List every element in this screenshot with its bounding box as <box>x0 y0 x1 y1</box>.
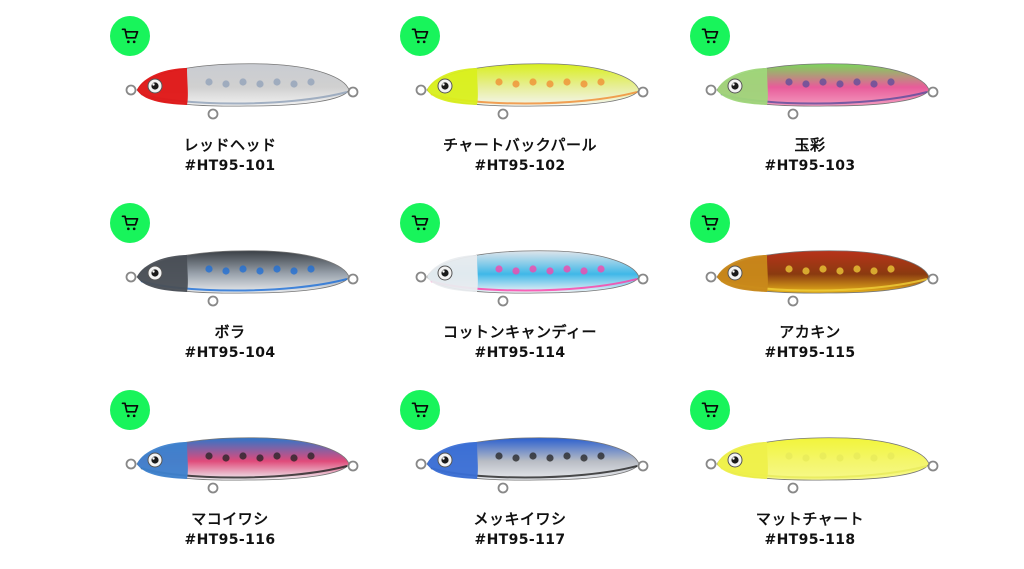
add-to-cart-button[interactable] <box>110 16 150 56</box>
product-name[interactable]: マコイワシ <box>191 510 269 528</box>
product-card[interactable]: マコイワシ #HT95-116 <box>105 382 395 569</box>
product-card[interactable]: メッキイワシ #HT95-117 <box>395 382 685 569</box>
product-card[interactable]: レッドヘッド #HT95-101 <box>105 8 395 195</box>
product-code: #HT95-114 <box>474 345 566 361</box>
cart-icon <box>411 215 429 231</box>
product-code: #HT95-101 <box>184 158 276 174</box>
product-name[interactable]: メッキイワシ <box>473 510 567 528</box>
product-image[interactable] <box>697 52 949 124</box>
product-code: #HT95-118 <box>764 532 856 548</box>
add-to-cart-button[interactable] <box>400 390 440 430</box>
product-code: #HT95-102 <box>474 158 566 174</box>
cart-icon <box>411 28 429 44</box>
cart-icon <box>121 28 139 44</box>
product-image[interactable] <box>117 239 369 311</box>
add-to-cart-button[interactable] <box>690 203 730 243</box>
cart-icon <box>701 402 719 418</box>
add-to-cart-button[interactable] <box>400 203 440 243</box>
product-image[interactable] <box>407 426 659 498</box>
product-name[interactable]: チャートバックパール <box>442 136 598 154</box>
product-image[interactable] <box>117 52 369 124</box>
product-name[interactable]: アカキン <box>779 323 841 341</box>
product-name[interactable]: ボラ <box>214 323 246 341</box>
cart-icon <box>701 215 719 231</box>
cart-icon <box>121 215 139 231</box>
product-code: #HT95-104 <box>184 345 276 361</box>
product-image[interactable] <box>407 239 659 311</box>
add-to-cart-button[interactable] <box>110 203 150 243</box>
add-to-cart-button[interactable] <box>690 16 730 56</box>
product-name[interactable]: 玉彩 <box>794 136 826 154</box>
add-to-cart-button[interactable] <box>690 390 730 430</box>
product-card[interactable]: アカキン #HT95-115 <box>685 195 975 382</box>
product-code: #HT95-115 <box>764 345 856 361</box>
cart-icon <box>701 28 719 44</box>
product-name[interactable]: マットチャート <box>755 510 865 528</box>
product-code: #HT95-103 <box>764 158 856 174</box>
product-code: #HT95-117 <box>474 532 566 548</box>
cart-icon <box>411 402 429 418</box>
product-grid: レッドヘッド #HT95-101 チャートバックパール #HT95-102 玉彩… <box>105 8 975 569</box>
add-to-cart-button[interactable] <box>110 390 150 430</box>
cart-icon <box>121 402 139 418</box>
product-image[interactable] <box>407 52 659 124</box>
product-image[interactable] <box>117 426 369 498</box>
product-name[interactable]: コットンキャンディー <box>443 323 597 341</box>
product-code: #HT95-116 <box>184 532 276 548</box>
product-card[interactable]: チャートバックパール #HT95-102 <box>395 8 685 195</box>
product-image[interactable] <box>697 239 949 311</box>
product-card[interactable]: マットチャート #HT95-118 <box>685 382 975 569</box>
product-name[interactable]: レッドヘッド <box>183 136 277 154</box>
product-card[interactable]: コットンキャンディー #HT95-114 <box>395 195 685 382</box>
product-card[interactable]: ボラ #HT95-104 <box>105 195 395 382</box>
add-to-cart-button[interactable] <box>400 16 440 56</box>
product-image[interactable] <box>697 426 949 498</box>
product-card[interactable]: 玉彩 #HT95-103 <box>685 8 975 195</box>
